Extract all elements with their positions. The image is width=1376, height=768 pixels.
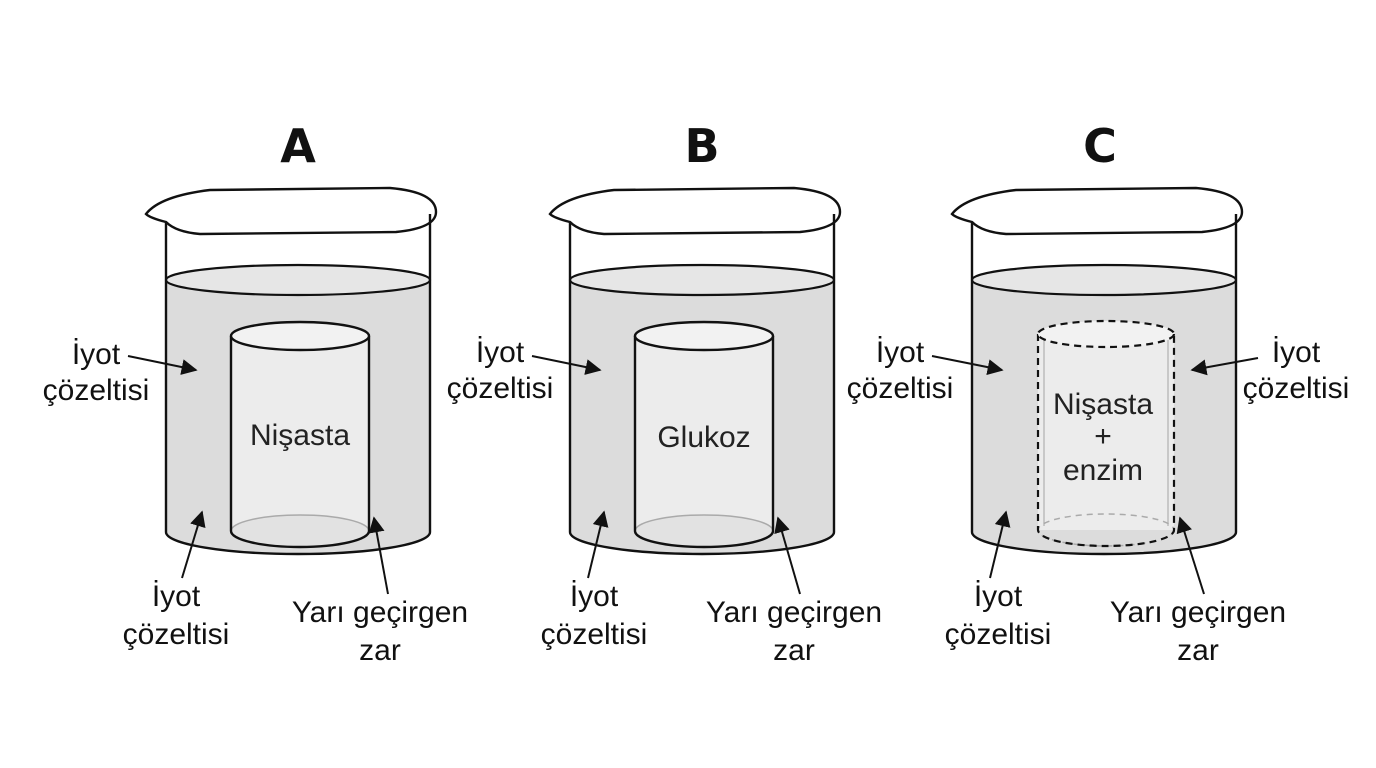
membrane-bag: Glukoz	[633, 320, 775, 549]
label-bottom-right: Yarı geçirgen zar	[706, 516, 882, 667]
label-bottom-left: İyot çözeltisi	[123, 510, 230, 651]
arrow	[1190, 357, 1259, 376]
beaker-title: A	[280, 119, 316, 173]
membrane-bag-dashed: Nişasta + enzim	[1036, 319, 1176, 548]
arrow	[774, 516, 801, 595]
svg-text:Yarı geçirgen: Yarı geçirgen	[1110, 596, 1286, 629]
arrow	[181, 510, 206, 579]
svg-text:çözeltisi: çözeltisi	[43, 374, 150, 407]
label-bottom-right: Yarı geçirgen zar	[1110, 516, 1286, 667]
svg-text:İyot: İyot	[974, 580, 1023, 613]
svg-text:zar: zar	[1177, 634, 1219, 667]
svg-text:zar: zar	[773, 634, 815, 667]
arrow	[531, 355, 602, 375]
beaker-a: A Nişasta İyot çözeltisi İyot çözeltisi	[43, 119, 468, 667]
svg-text:çözeltisi: çözeltisi	[1243, 372, 1350, 405]
label-bottom-right: Yarı geçirgen zar	[292, 516, 468, 667]
arrow	[587, 510, 609, 579]
svg-text:İyot: İyot	[152, 580, 201, 613]
arrow	[931, 355, 1004, 376]
label-right: İyot çözeltisi	[1190, 336, 1350, 405]
bag-content-plus: +	[1094, 420, 1112, 453]
bag-content-label: Nişasta	[250, 419, 350, 452]
label-bottom-left: İyot çözeltisi	[541, 510, 648, 651]
beaker-c: C Nişasta + enzim İyot çözeltisi İyot çö…	[847, 119, 1350, 667]
svg-text:İyot: İyot	[876, 336, 925, 369]
svg-text:İyot: İyot	[570, 580, 619, 613]
svg-text:Yarı geçirgen: Yarı geçirgen	[706, 596, 882, 629]
svg-text:çözeltisi: çözeltisi	[447, 372, 554, 405]
beaker-title: B	[684, 119, 719, 173]
bag-content-label: enzim	[1063, 454, 1143, 487]
beaker-b: B Glukoz İyot çözeltisi İyot çözeltisi Y…	[447, 119, 882, 667]
bag-content-label: Glukoz	[657, 421, 750, 454]
svg-text:çözeltisi: çözeltisi	[847, 372, 954, 405]
svg-text:İyot: İyot	[1272, 336, 1321, 369]
svg-text:zar: zar	[359, 634, 401, 667]
arrow	[989, 510, 1011, 579]
svg-text:çözeltisi: çözeltisi	[123, 618, 230, 651]
svg-text:İyot: İyot	[476, 336, 525, 369]
label-left: İyot çözeltisi	[43, 338, 198, 407]
svg-text:çözeltisi: çözeltisi	[945, 618, 1052, 651]
label-left: İyot çözeltisi	[447, 336, 602, 405]
beaker-title: C	[1083, 119, 1117, 173]
label-bottom-left: İyot çözeltisi	[945, 510, 1052, 651]
arrow	[127, 355, 198, 375]
arrow	[368, 516, 389, 595]
membrane-bag: Nişasta	[229, 320, 371, 549]
svg-text:çözeltisi: çözeltisi	[541, 618, 648, 651]
label-left: İyot çözeltisi	[847, 336, 1004, 405]
bag-content-label: Nişasta	[1053, 388, 1153, 421]
svg-text:Yarı geçirgen: Yarı geçirgen	[292, 596, 468, 629]
svg-text:İyot: İyot	[72, 338, 121, 371]
arrow	[1176, 516, 1205, 595]
